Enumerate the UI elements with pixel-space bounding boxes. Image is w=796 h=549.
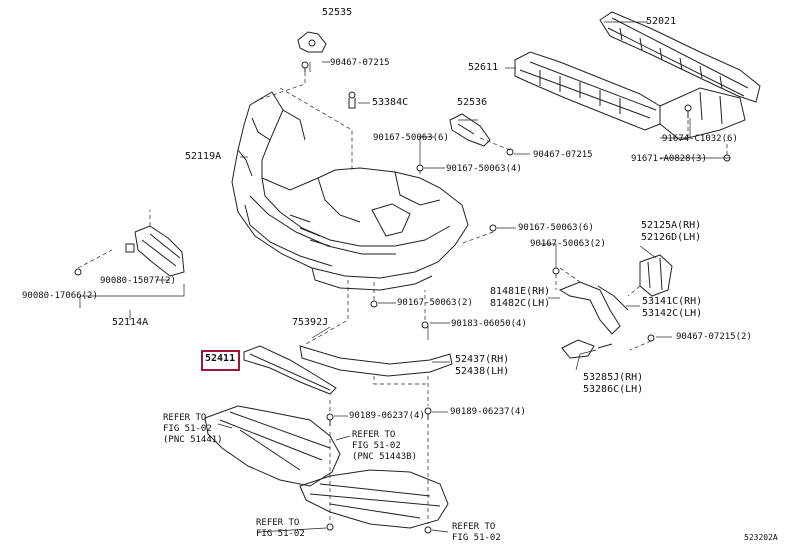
absorber-52611-drawing [514,51,746,141]
label-52021[interactable]: 52021 [646,16,677,27]
label-90183-06050[interactable]: 90183-06050(4) [451,319,527,329]
bumper-cover-drawing [231,91,469,291]
reinforcement-52021-drawing [599,11,761,103]
under-cover-drawing [204,405,449,529]
label-90189-06237-b[interactable]: 90189-06237(4) [450,407,526,417]
label-90167-50063-4[interactable]: 90167-50063(4) [446,164,522,174]
label-52114a[interactable]: 52114A [112,317,149,328]
refer-note-1-line3: (PNC 51441) [163,435,223,445]
label-52437[interactable]: 52437(RH) [455,354,510,365]
label-90080-15077[interactable]: 90080-15077(2) [100,276,176,286]
label-53142c[interactable]: 53142C(LH) [642,308,703,319]
refer-note-2-line2[interactable]: FIG 51-02 [352,441,401,451]
bolt-drawings-right [326,104,731,534]
label-90467-07215-b[interactable]: 90467-07215 [533,150,593,160]
leader-lines [79,21,730,533]
label-90467-07215-a[interactable]: 90467-07215 [330,58,390,68]
label-53141c[interactable]: 53141C(RH) [642,296,703,307]
label-91671-a0828[interactable]: 91671-A0828(3) [631,154,707,164]
drawing-code: 523202A [744,533,778,542]
spoiler-52411-drawing [243,345,337,395]
label-53286c[interactable]: 53286C(LH) [583,384,644,395]
spoiler-52437-drawing [299,345,453,377]
label-90467-07215-2[interactable]: 90467-07215(2) [676,332,752,342]
refer-note-1-line2[interactable]: FIG 51-02 [163,424,212,434]
label-53285j[interactable]: 53285J(RH) [583,372,644,383]
label-52119a[interactable]: 52119A [185,151,222,162]
label-52125a[interactable]: 52125A(RH) [641,220,702,231]
label-52438[interactable]: 52438(LH) [455,366,510,377]
bracket-52125a-drawing [639,254,673,297]
clip-53384c-drawing [348,91,356,109]
refer-note-3-line1: REFER TO [256,518,300,528]
label-90167-50063-2a[interactable]: 90167-50063(2) [530,239,606,249]
label-81482c[interactable]: 81482C(LH) [490,298,551,309]
dashed-lines [77,72,728,524]
label-52411[interactable]: 52411 [205,353,236,364]
refer-note-2-line3: (PNC 51443B) [352,452,418,462]
highlight-box-52411 [201,350,240,371]
label-52536[interactable]: 52536 [457,97,488,108]
label-90080-17066[interactable]: 90080-17066(2) [22,291,98,301]
refer-note-1-line1: REFER TO [163,413,207,423]
label-91674-c1032[interactable]: 91674-C1032(6) [662,134,738,144]
label-90167-50063-6a[interactable]: 90167-50063(6) [373,133,449,143]
label-90189-06237-a[interactable]: 90189-06237(4) [349,411,425,421]
clip-53285j-drawing [561,339,613,359]
label-53384c[interactable]: 53384C [372,97,409,108]
refer-note-3-line2[interactable]: FIG 51-02 [256,529,305,539]
label-52126d[interactable]: 52126D(LH) [641,232,702,243]
label-81481e[interactable]: 81481E(RH) [490,286,551,297]
refer-note-4-line1: REFER TO [452,522,496,532]
bracket-52114a-drawing [74,225,185,277]
bracket-52535-drawing [297,31,327,72]
label-90167-50063-6b[interactable]: 90167-50063(6) [518,223,594,233]
label-75392j[interactable]: 75392J [292,317,329,328]
refer-note-4-line2[interactable]: FIG 51-02 [452,533,501,543]
seal-81481e-drawing [558,281,629,335]
label-90167-50063-2b[interactable]: 90167-50063(2) [397,298,473,308]
refer-note-2-line1: REFER TO [352,430,396,440]
label-52535[interactable]: 52535 [322,7,353,18]
label-52611[interactable]: 52611 [468,62,499,73]
bracket-52536-drawing [449,113,514,156]
